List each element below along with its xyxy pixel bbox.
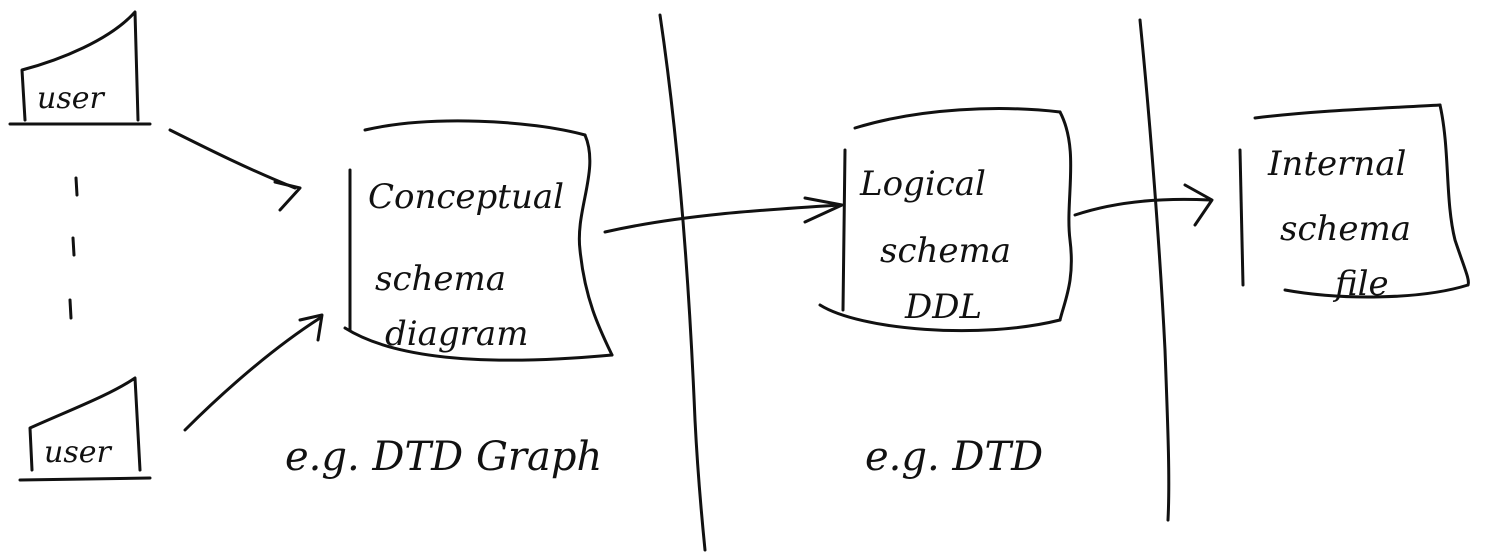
arrow-user-bottom-to-conceptual [183, 313, 324, 432]
separator-line-1 [658, 13, 707, 552]
user-label-bottom: user [44, 435, 112, 470]
user-box-bottom: user [18, 376, 152, 482]
user-label-top: user [37, 81, 105, 116]
logical-line-3: DDL [904, 287, 982, 327]
conceptual-line-1: Conceptual [368, 177, 564, 217]
internal-line-2: schema [1280, 209, 1411, 249]
conceptual-schema-box: Conceptual schema diagram [343, 119, 614, 362]
arrow-conceptual-to-logical [603, 196, 844, 234]
logical-line-1: Logical [859, 164, 986, 204]
ellipsis-dashes [68, 176, 79, 320]
logical-schema-box: Logical schema DDL [818, 107, 1073, 333]
internal-line-1: Internal [1267, 144, 1406, 184]
conceptual-line-2: schema [375, 259, 506, 299]
example-conceptual: e.g. DTD Graph [285, 434, 602, 480]
internal-line-3: file [1332, 264, 1389, 304]
example-logical: e.g. DTD [865, 434, 1043, 480]
arrow-user-top-to-conceptual [168, 128, 302, 212]
internal-schema-box: Internal schema file [1238, 103, 1470, 304]
user-box-top: user [8, 10, 152, 126]
arrow-logical-to-internal [1073, 183, 1214, 227]
separator-line-2 [1138, 18, 1171, 522]
logical-line-2: schema [880, 231, 1011, 271]
conceptual-line-3: diagram [385, 314, 528, 354]
